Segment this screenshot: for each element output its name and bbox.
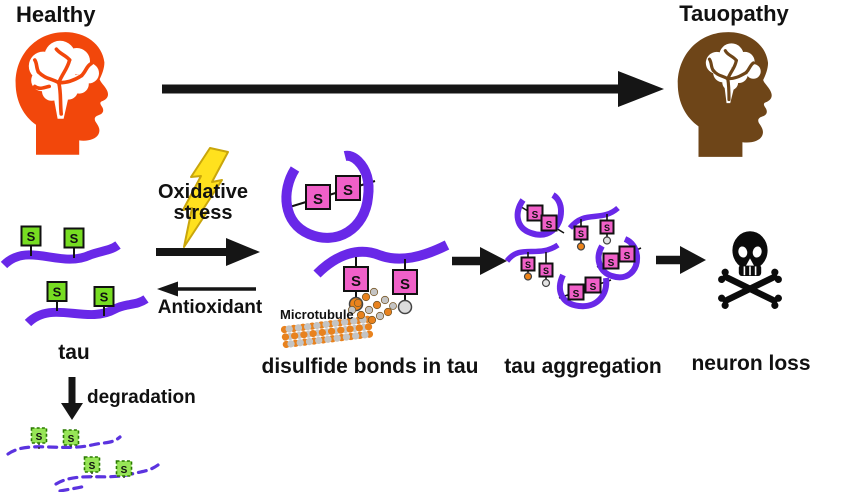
cysteine-box-pink [335,175,361,201]
lightning-bolt-icon [182,147,229,248]
modification-dot-gray [397,299,413,315]
degraded-tau-group: S S S S [6,427,160,492]
folded-tau-strand [281,150,374,243]
tau-aggregation-group: S S S S S S S S S [504,192,642,310]
cysteine-label: S [532,210,539,221]
disulfide-tau-group: S S S S [280,150,450,349]
cysteine-label: S [604,223,610,233]
cysteine-label: S [525,260,531,270]
tau-aggregation-label: tau aggregation [504,355,662,378]
cysteine-label: S [343,182,353,199]
bone [718,268,782,309]
antioxidant-label: Antioxidant [157,297,263,318]
cysteine-label: S [100,290,109,305]
cysteine-label: S [36,432,43,443]
microtubule-icon [280,315,374,349]
cysteine-box-pink [526,204,544,222]
tau-strand [567,205,620,230]
brain-folds [707,49,755,102]
tau-strand [504,242,560,263]
tau-strand [24,295,149,327]
cysteine-label: S [608,258,615,269]
cysteine-label: S [351,273,361,290]
cysteine-label: S [573,289,580,300]
cysteine-box [63,227,85,249]
tubulin-dimers-scattered [347,287,397,325]
cysteine-box [93,286,115,307]
cysteine-box-pink [343,266,369,292]
tauopathy-title: Tauopathy [679,1,789,26]
cysteine-label: S [89,461,96,472]
modification-dot-gray [602,236,612,245]
degraded-tau-fragment [54,463,160,486]
cysteine-label: S [590,282,597,293]
degraded-cysteine-box [62,429,80,446]
degradation-arrow [61,377,83,420]
cysteine-label: S [543,266,549,276]
degraded-cysteine-box [30,427,48,444]
native-tau-group: S S S S [0,225,149,327]
cysteine-label: S [27,229,36,244]
cysteine-label: S [546,220,553,231]
degraded-cysteine-box [83,456,101,473]
modification-dot-gray [541,278,551,288]
cysteine-label: S [68,434,75,445]
tauopathy-head-icon [677,32,772,157]
cysteine-label: S [53,285,62,300]
neuron-loss-label: neuron loss [691,352,811,375]
cysteine-box-pink [305,184,331,210]
tau-strand [0,241,121,269]
cysteine-label: S [313,191,323,208]
cysteine-label: S [70,231,79,246]
tau-strand [313,240,450,278]
cysteine-box-pink [584,276,602,294]
antioxidant-reverse-arrow [157,281,256,297]
modification-dot-orange [576,242,586,251]
degraded-tau-fragment [58,484,88,492]
oxidative-stress-line2: stress [173,202,233,224]
cysteine-label: S [121,465,128,476]
cysteine-label: S [578,229,584,239]
cysteine-box-pink [567,283,585,301]
modification-dot-orange [523,272,533,281]
degraded-cysteine-box [115,460,133,477]
oxidative-stress-line1: Oxidative [157,181,249,203]
progression-arrow [162,71,664,107]
folded-tau-strand [557,273,610,310]
brain-shape [28,40,99,119]
degradation-label: degradation [87,387,196,408]
cysteine-label: S [624,251,631,262]
brain-folds [33,47,93,116]
healthy-title: Healthy [16,2,96,27]
cysteine-box-pink [618,245,636,263]
oxidative-stress-label: Oxidative stress [148,182,258,224]
microtubule-label: Microtubule [280,307,354,322]
disulfide-bonds-label: disulfide bonds in tau [261,355,479,378]
skull-crossbones-icon [718,231,782,309]
tau-label: tau [58,341,90,364]
cysteine-box [20,225,42,247]
healthy-head-icon [15,32,109,155]
cysteine-label: S [400,276,410,293]
degraded-tau-fragment [6,435,122,456]
cysteine-box [46,281,68,302]
cysteine-box-pink [540,214,558,232]
